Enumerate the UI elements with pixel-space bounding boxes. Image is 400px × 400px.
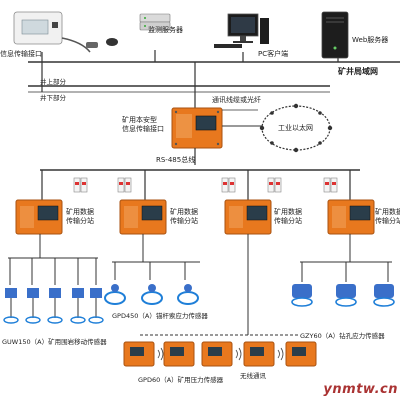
watermark: ynmtw.cn [323, 382, 398, 397]
above-ground-label: 井上部分 [40, 78, 66, 86]
mine-lan-label: 矿井局域网 [338, 67, 378, 76]
substation-3-label-1: 矿用数据 [274, 208, 302, 216]
sensor-group-4-label: GPD60（A）矿用压力传感器 [138, 376, 224, 384]
rs485-label: RS-485总线 [156, 156, 196, 164]
adapter-icon [106, 38, 118, 46]
pc-client-label: PC客户端 [258, 50, 289, 58]
main-interface-box [171, 107, 223, 149]
fiber-label: 通讯线缆或光纤 [212, 96, 261, 104]
info-interface-label: 信息传输接口 [0, 50, 42, 58]
web-server-label: Web服务器 [352, 36, 389, 44]
wireless-label: 无线通讯 [240, 372, 266, 380]
info-interface-device-icon [13, 11, 98, 53]
below-ground-label: 井下部分 [40, 94, 66, 102]
substation-3-label-2: 传输分站 [274, 217, 302, 225]
web-server-icon [321, 11, 349, 59]
substation-1 [15, 199, 63, 235]
substation-4 [327, 199, 375, 235]
borehole-stress-sensors [291, 284, 395, 307]
substation-2 [119, 199, 167, 235]
main-box-label-2: 信息传输接口 [122, 125, 164, 133]
breaker-toggles [75, 182, 336, 185]
sensor-group-1-label: GUW150（A）矿用围岩移动传感器 [2, 338, 107, 346]
monitor-server-label: 监测服务器 [148, 26, 183, 34]
displacement-sensors [3, 288, 104, 324]
substation-2-label-1: 矿用数据 [170, 208, 198, 216]
sensor-group-2-label: GPD450（A）锚杆索应力传感器 [112, 312, 208, 320]
substation-1-label-1: 矿用数据 [66, 208, 94, 216]
substation-3 [224, 199, 272, 235]
breaker-icons [73, 177, 338, 193]
main-box-label-1: 矿用本安型 [122, 116, 157, 124]
substation-1-label-2: 传输分站 [66, 217, 94, 225]
pc-client-icon [214, 13, 269, 48]
monitor-server-icon [139, 13, 171, 31]
industrial-ethernet-label: 工业以太网 [278, 124, 313, 132]
wireless-signal-icons [157, 347, 284, 361]
sensor-group-3-label: GZY60（A）钻孔应力传感器 [300, 332, 385, 340]
substation-2-label-2: 传输分站 [170, 217, 198, 225]
anchor-stress-sensors [104, 284, 199, 305]
substation-4-label-1: 矿用数据 [375, 208, 400, 216]
substation-4-label-2: 传输分站 [375, 217, 400, 225]
ring-nodes [259, 103, 333, 153]
pressure-sensor-boxes [123, 341, 317, 367]
